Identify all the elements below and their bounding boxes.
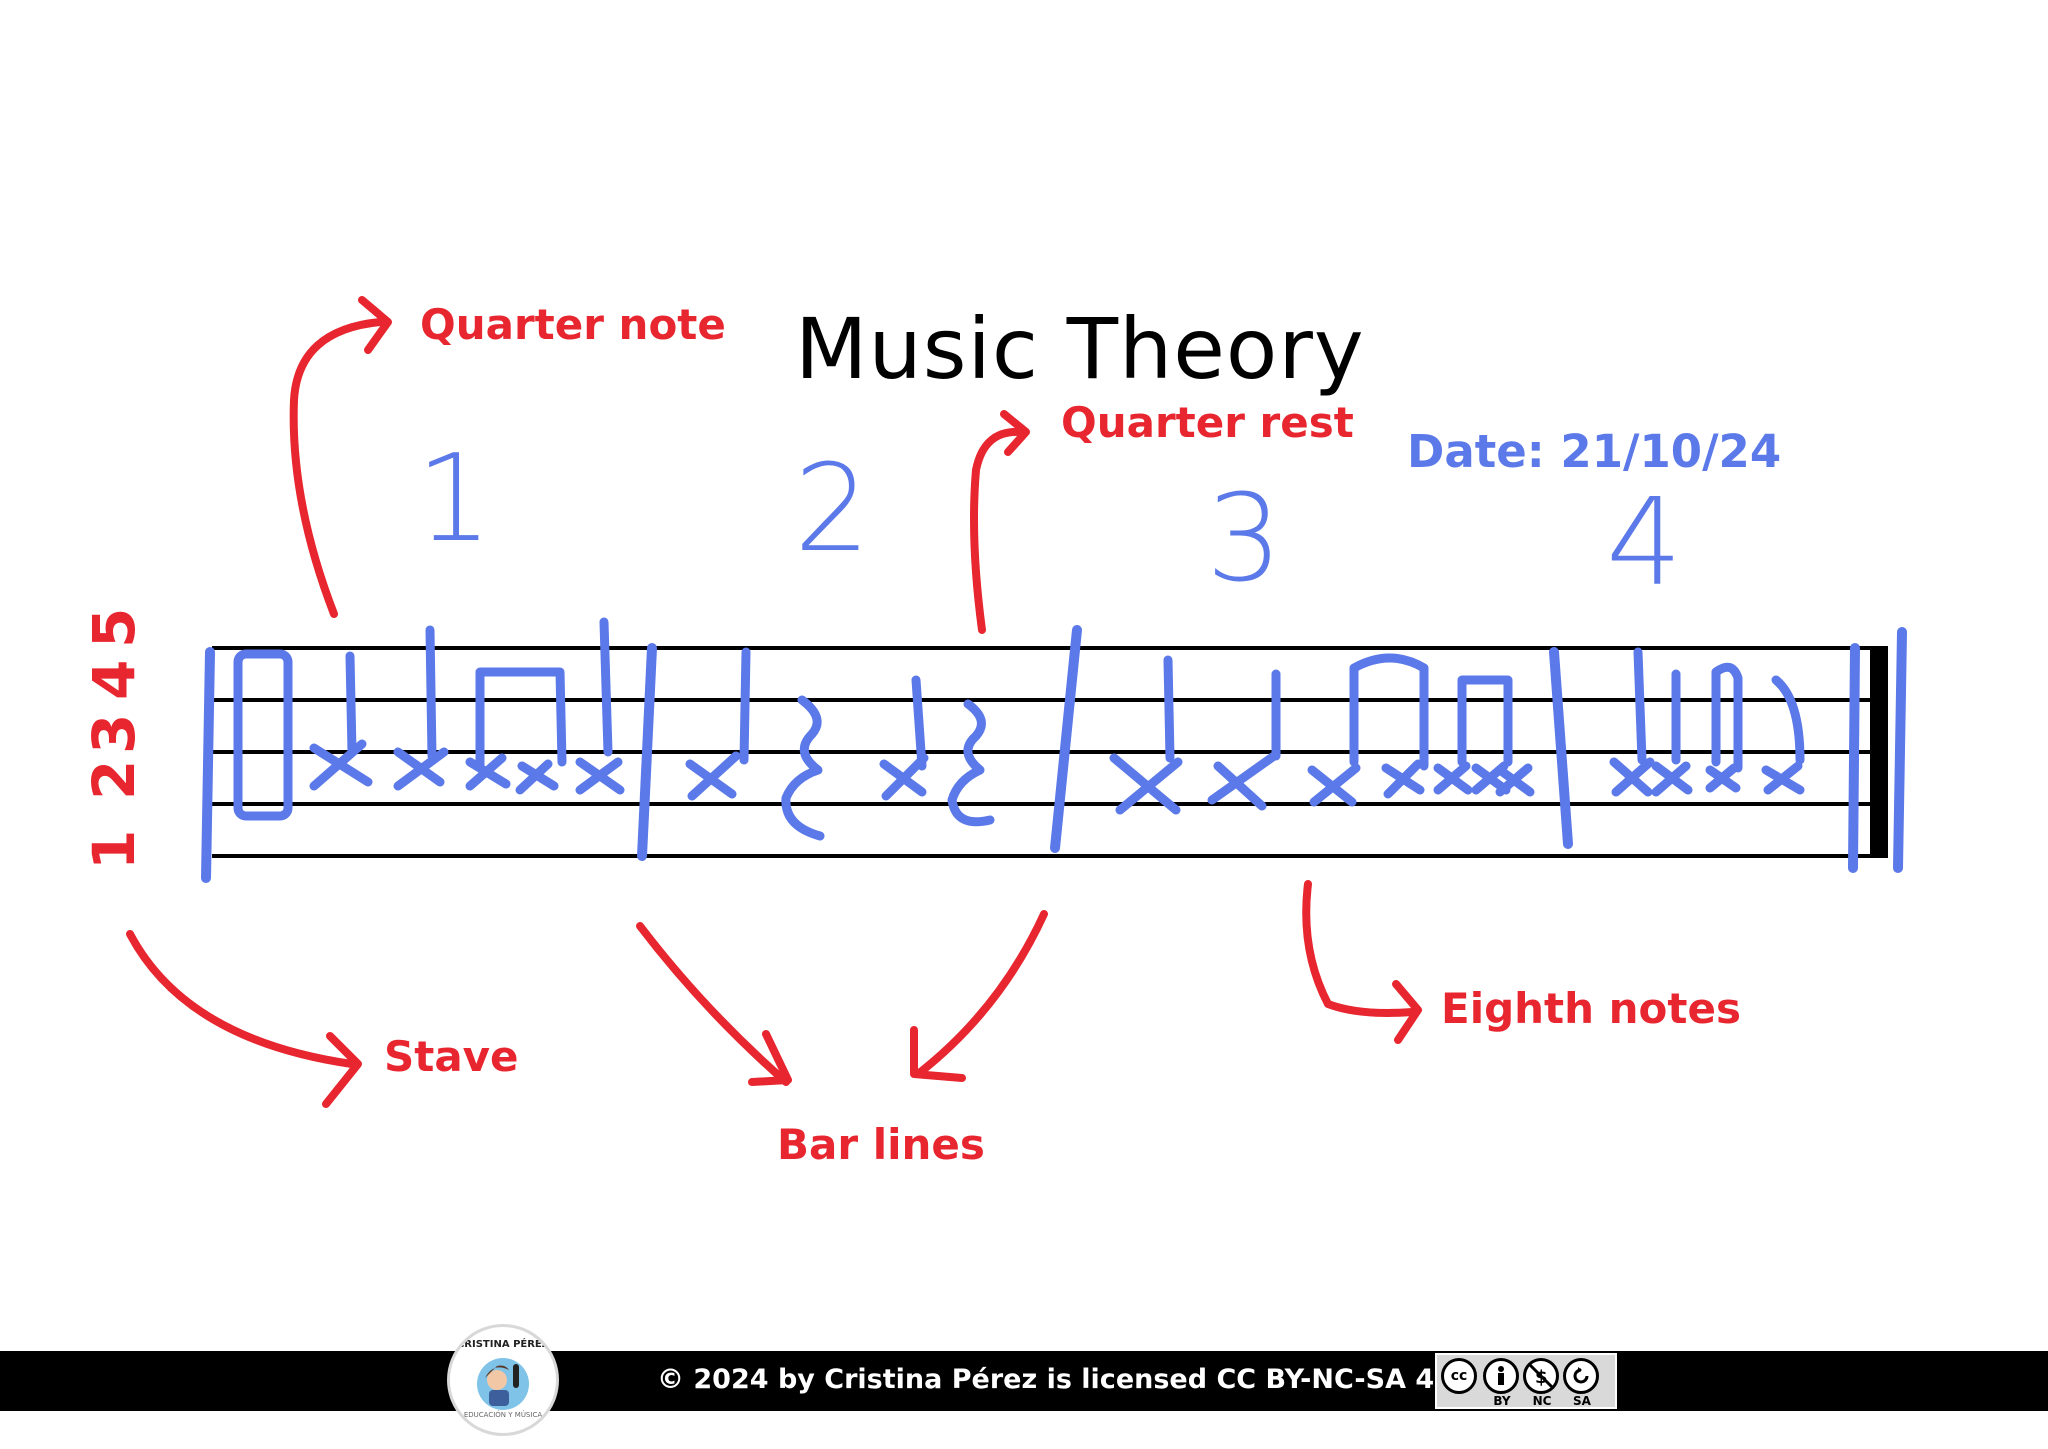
note-stem — [425, 625, 437, 761]
note-x-head — [879, 753, 929, 801]
whole-note-box — [233, 649, 293, 821]
note-x-head — [515, 759, 559, 795]
note-stem — [345, 651, 357, 757]
cc-icon: cc — [1441, 1358, 1477, 1394]
arrow-quarter-note — [289, 318, 384, 618]
bar-line-3 — [1549, 647, 1573, 849]
page-title: Music Theory — [795, 300, 1365, 398]
eighth-beam-group — [1349, 653, 1429, 771]
quarter-rest-symbol — [947, 699, 995, 827]
note-x-head — [1207, 751, 1279, 811]
bar-line-start — [201, 647, 215, 883]
line-number-1: 1 — [80, 830, 148, 870]
by-person-icon — [1483, 1358, 1519, 1394]
note-x-head — [465, 753, 511, 791]
note-x-head — [1609, 757, 1655, 797]
line-number-4: 4 — [80, 660, 148, 700]
cc-nc-label: NC — [1532, 1394, 1552, 1408]
line-number-5: 5 — [80, 608, 148, 648]
note-stem — [911, 675, 927, 771]
label-stave: Stave — [384, 1032, 519, 1081]
arrow-quarter-rest — [970, 427, 1024, 634]
quarter-rest-symbol — [781, 695, 825, 841]
note-x-head — [1381, 759, 1425, 799]
note-stem — [1163, 655, 1175, 763]
footer-bar: © 2024 by Cristina Pérez is licensed CC … — [0, 1351, 2048, 1411]
note-x-head — [309, 739, 373, 791]
bar-line-2 — [1050, 625, 1082, 853]
bar-lines — [201, 625, 1907, 883]
arrow-eighth-notes — [1302, 880, 1416, 1017]
note-x-head — [1433, 761, 1473, 795]
note-stem — [739, 647, 751, 765]
arrow-bar-lines-left-head — [748, 1030, 792, 1086]
note-x-head — [1761, 761, 1805, 795]
bar-line-end-thin-2 — [1893, 627, 1907, 873]
note-x-head — [1495, 763, 1535, 797]
bar-line-end-thin — [1848, 643, 1860, 873]
annotation-arrows — [126, 296, 1422, 1108]
stave — [212, 646, 1888, 858]
avatar-icon — [477, 1358, 529, 1410]
arrow-quarter-rest-head — [1000, 410, 1030, 456]
beat-number-4: 4 — [1606, 474, 1682, 613]
note-x-head — [1109, 753, 1183, 815]
note-x-head — [685, 751, 741, 801]
logo-bottom-text: EDUCACIÓN Y MÚSICA — [463, 1411, 543, 1419]
line-number-3: 3 — [80, 714, 148, 754]
beat-number-3: 3 — [1206, 470, 1282, 609]
sa-share-icon — [1563, 1358, 1599, 1394]
author-logo: CRISTINA PÉREZ EDUCACIÓN Y MÚSICA — [447, 1324, 559, 1436]
arrow-bar-lines-left — [636, 922, 790, 1086]
label-quarter-rest: Quarter rest — [1061, 398, 1354, 447]
label-bar-lines: Bar lines — [777, 1120, 985, 1169]
eighth-beam-group — [1711, 662, 1743, 773]
note-x-head — [1651, 761, 1693, 797]
note-x-head — [393, 747, 449, 791]
arrow-quarter-note-head — [358, 296, 392, 354]
logo-top-text: CRISTINA PÉREZ — [456, 1339, 550, 1350]
bar-line-1 — [637, 643, 657, 861]
note-x-head — [575, 757, 625, 795]
line-number-2: 2 — [80, 760, 148, 800]
note-stem — [599, 617, 613, 757]
cc-sa-label: SA — [1573, 1394, 1591, 1408]
label-quarter-note: Quarter note — [420, 300, 726, 349]
eighth-beam-group — [475, 667, 567, 771]
beat-number-2: 2 — [794, 440, 870, 579]
arrow-eighth-notes-head — [1392, 980, 1422, 1044]
cc-license-badge: cc $ BY NC SA — [1435, 1353, 1617, 1409]
cc-by-label: BY — [1493, 1394, 1511, 1408]
note-stem — [1633, 647, 1647, 765]
label-eighth-notes: Eighth notes — [1441, 984, 1741, 1033]
arrow-bar-lines-right — [914, 910, 1048, 1078]
beat-numbers: 1 2 3 4 — [416, 430, 1682, 613]
note-flag — [1771, 675, 1805, 765]
arrow-bar-lines-right-head — [910, 1026, 966, 1082]
nc-dollar-icon: $ — [1523, 1358, 1559, 1394]
note-x-head — [1307, 763, 1361, 807]
rhythm-notation — [233, 617, 1805, 841]
final-thick-bar — [1870, 648, 1888, 858]
beat-number-1: 1 — [416, 430, 492, 569]
date-label: Date: 21/10/24 — [1407, 425, 1782, 478]
arrow-stave — [126, 930, 356, 1068]
staff-line-numbers: 1 2 3 4 5 — [80, 608, 148, 870]
note-x-head — [1705, 763, 1741, 793]
arrow-stave-head — [322, 1032, 362, 1108]
eighth-beam-group — [1457, 675, 1513, 767]
license-text: © 2024 by Cristina Pérez is licensed CC … — [657, 1364, 1474, 1395]
